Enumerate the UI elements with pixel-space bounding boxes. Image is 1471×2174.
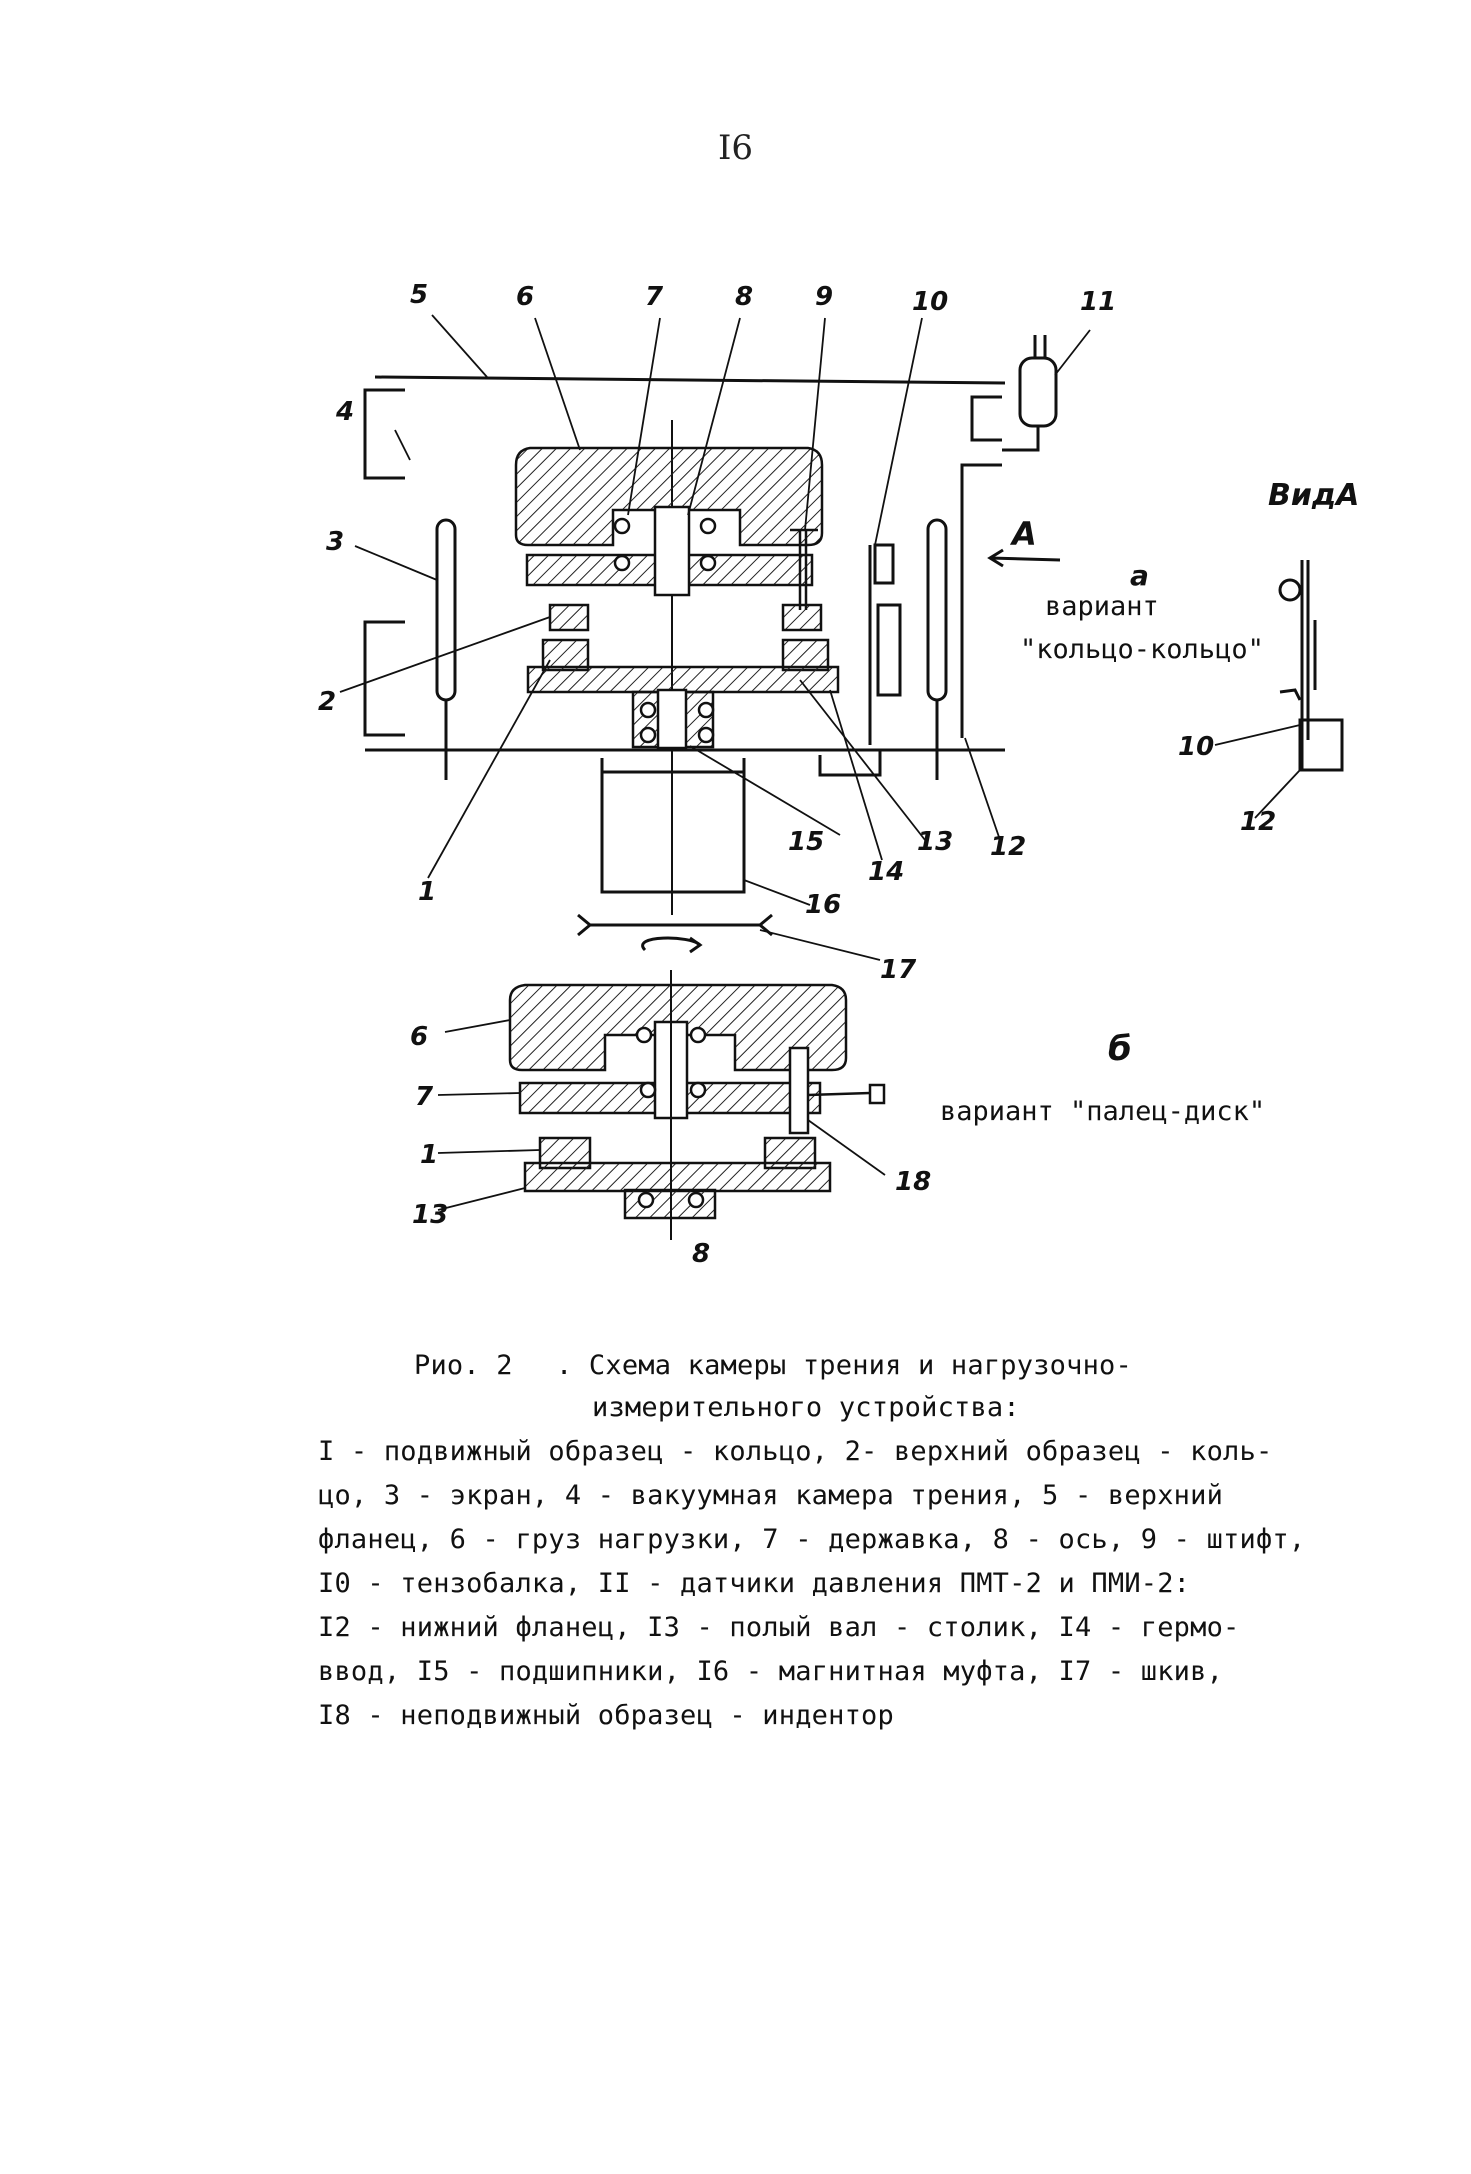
label-9: 9 — [815, 282, 833, 312]
main-assembly — [363, 335, 1061, 954]
label-16: 16 — [805, 890, 841, 920]
figure-label: Рио. 2 — [414, 1350, 513, 1381]
label-10-view: 10 — [1178, 732, 1214, 762]
label-12-view: 12 — [1240, 807, 1276, 837]
view-a-title: ВидА — [1268, 478, 1359, 513]
label-8: 8 — [735, 282, 753, 312]
variant-a-line2: "кольцо-кольцо" — [1020, 634, 1264, 665]
view-a-sketch — [1278, 560, 1344, 772]
caption-line: фланец, 6 - груз нагрузки, 7 - державка,… — [318, 1524, 1306, 1555]
leader-lines — [339, 314, 1301, 1211]
variant-b-text: вариант "палец-диск" — [940, 1096, 1265, 1127]
caption-line: ввод, I5 - подшипники, I6 - магнитная му… — [318, 1656, 1224, 1687]
variant-a-line1: вариант — [1045, 591, 1159, 622]
label-12: 12 — [990, 832, 1026, 862]
label-17: 17 — [880, 955, 917, 985]
figure-title-line2: измерительного устройства: — [592, 1392, 1020, 1423]
caption-line: I8 - неподвижный образец - индентор — [318, 1700, 894, 1731]
caption-line: цо, 3 - экран, 4 - вакуумная камера трен… — [318, 1480, 1224, 1511]
axis-sleeves — [613, 505, 717, 750]
label-7-b: 7 — [415, 1082, 434, 1112]
label-6: 6 — [516, 282, 534, 312]
label-7: 7 — [645, 282, 664, 312]
caption-line: I0 - тензобалка, II - датчики давления П… — [318, 1568, 1191, 1599]
label-1-b: 1 — [420, 1140, 438, 1170]
label-18: 18 — [895, 1167, 931, 1197]
arrow-a-label: A — [1009, 515, 1037, 553]
label-5: 5 — [410, 280, 428, 310]
variant-a-letter: а — [1130, 559, 1149, 592]
label-13-b: 13 — [412, 1200, 448, 1230]
friction-chamber-diagram: 5 6 7 8 9 10 11 4 3 2 1 15 14 13 12 16 1… — [318, 280, 1359, 1269]
label-3: 3 — [326, 527, 344, 557]
label-14: 14 — [868, 857, 904, 887]
caption-line: I - подвижный образец - кольцо, 2- верхн… — [318, 1436, 1273, 1467]
label-15: 15 — [788, 827, 824, 857]
page-number: I6 — [717, 128, 754, 168]
label-1: 1 — [418, 877, 436, 907]
label-8-b: 8 — [692, 1239, 710, 1269]
label-11: 11 — [1080, 287, 1116, 317]
caption-line: I2 - нижний фланец, I3 - полый вал - сто… — [318, 1612, 1240, 1643]
label-2: 2 — [318, 687, 336, 717]
part-labels: 5 6 7 8 9 10 11 4 3 2 1 15 14 13 12 16 1… — [318, 280, 1359, 1269]
label-4: 4 — [335, 397, 354, 427]
label-13: 13 — [917, 827, 953, 857]
figure-title-line1: . Схема камеры трения и нагрузочно- — [556, 1350, 1132, 1381]
label-6-b: 6 — [410, 1022, 428, 1052]
pin-9 — [790, 528, 818, 610]
variant-labels: а вариант "кольцо-кольцо" б вариант "пал… — [940, 559, 1265, 1127]
label-10: 10 — [912, 287, 948, 317]
variant-b-letter: б — [1108, 1029, 1132, 1069]
